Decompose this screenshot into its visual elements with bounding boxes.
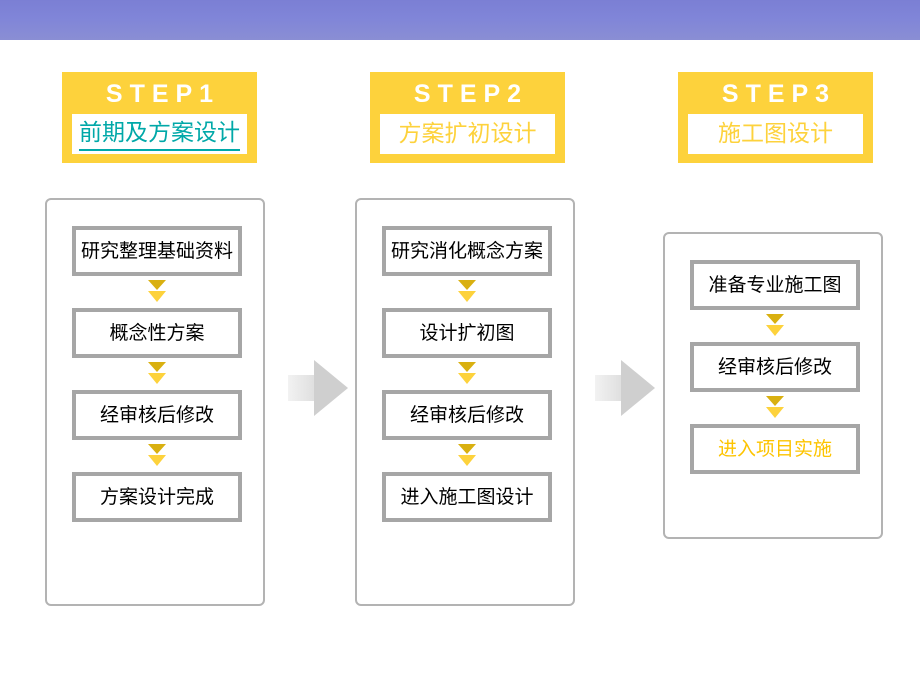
process-node: 经审核后修改 [382,390,552,440]
step-label-2: STEP2 [413,80,529,108]
process-node: 概念性方案 [72,308,242,358]
process-node-label: 进入项目实施 [717,438,832,460]
process-node-label: 研究消化概念方案 [390,240,543,262]
down-arrow-icon [382,358,552,390]
process-node: 经审核后修改 [72,390,242,440]
step-title-2: 方案扩初设计 [398,121,537,147]
process-node: 研究整理基础资料 [72,226,242,276]
step-title-box-2: 方案扩初设计 [380,114,555,154]
arrow-tail [288,375,316,401]
step-title-3: 施工图设计 [718,121,833,147]
down-arrow-icon [382,440,552,472]
process-node-label: 概念性方案 [109,322,205,344]
process-node: 研究消化概念方案 [382,226,552,276]
step-label-3: STEP3 [721,80,837,108]
process-node-label: 方案设计完成 [99,486,214,508]
right-arrow-icon-step1-to-step2 [288,360,348,416]
process-node: 进入项目实施 [690,424,860,474]
down-arrow-icon [72,358,242,390]
process-node-label: 准备专业施工图 [708,274,842,296]
step-header-3: STEP3 施工图设计 [678,72,873,163]
process-node: 进入施工图设计 [382,472,552,522]
step-title-box-3: 施工图设计 [688,114,863,154]
process-node: 方案设计完成 [72,472,242,522]
top-banner [0,0,920,40]
step-3-node-stack: 准备专业施工图 经审核后修改 进入项目实施 [690,260,860,474]
arrow-head [621,360,655,416]
process-node-label: 研究整理基础资料 [80,240,233,262]
arrow-head [314,360,348,416]
process-node-label: 进入施工图设计 [400,486,534,508]
down-arrow-icon [690,392,860,424]
process-node-label: 设计扩初图 [419,322,515,344]
step-label-1: STEP1 [105,80,221,108]
down-arrow-icon [382,276,552,308]
down-arrow-icon [72,440,242,472]
step-3-container: 准备专业施工图 经审核后修改 进入项目实施 [663,232,883,539]
step-1-node-stack: 研究整理基础资料 概念性方案 经审核后修改 方案设计完成 [72,226,242,522]
process-node-label: 经审核后修改 [717,356,832,378]
step-header-1: STEP1 前期及方案设计 [62,72,257,163]
step-header-2: STEP2 方案扩初设计 [370,72,565,163]
step-1-container: 研究整理基础资料 概念性方案 经审核后修改 方案设计完成 [45,198,265,606]
step-title-1: 前期及方案设计 [79,118,240,151]
process-node: 经审核后修改 [690,342,860,392]
step-2-container: 研究消化概念方案 设计扩初图 经审核后修改 进入施工图设计 [355,198,575,606]
right-arrow-icon-step2-to-step3 [595,360,655,416]
down-arrow-icon [72,276,242,308]
process-node: 准备专业施工图 [690,260,860,310]
process-node-label: 经审核后修改 [99,404,214,426]
step-title-box-1: 前期及方案设计 [72,114,247,154]
process-node: 设计扩初图 [382,308,552,358]
process-node-label: 经审核后修改 [409,404,524,426]
arrow-tail [595,375,623,401]
down-arrow-icon [690,310,860,342]
step-2-node-stack: 研究消化概念方案 设计扩初图 经审核后修改 进入施工图设计 [382,226,552,522]
